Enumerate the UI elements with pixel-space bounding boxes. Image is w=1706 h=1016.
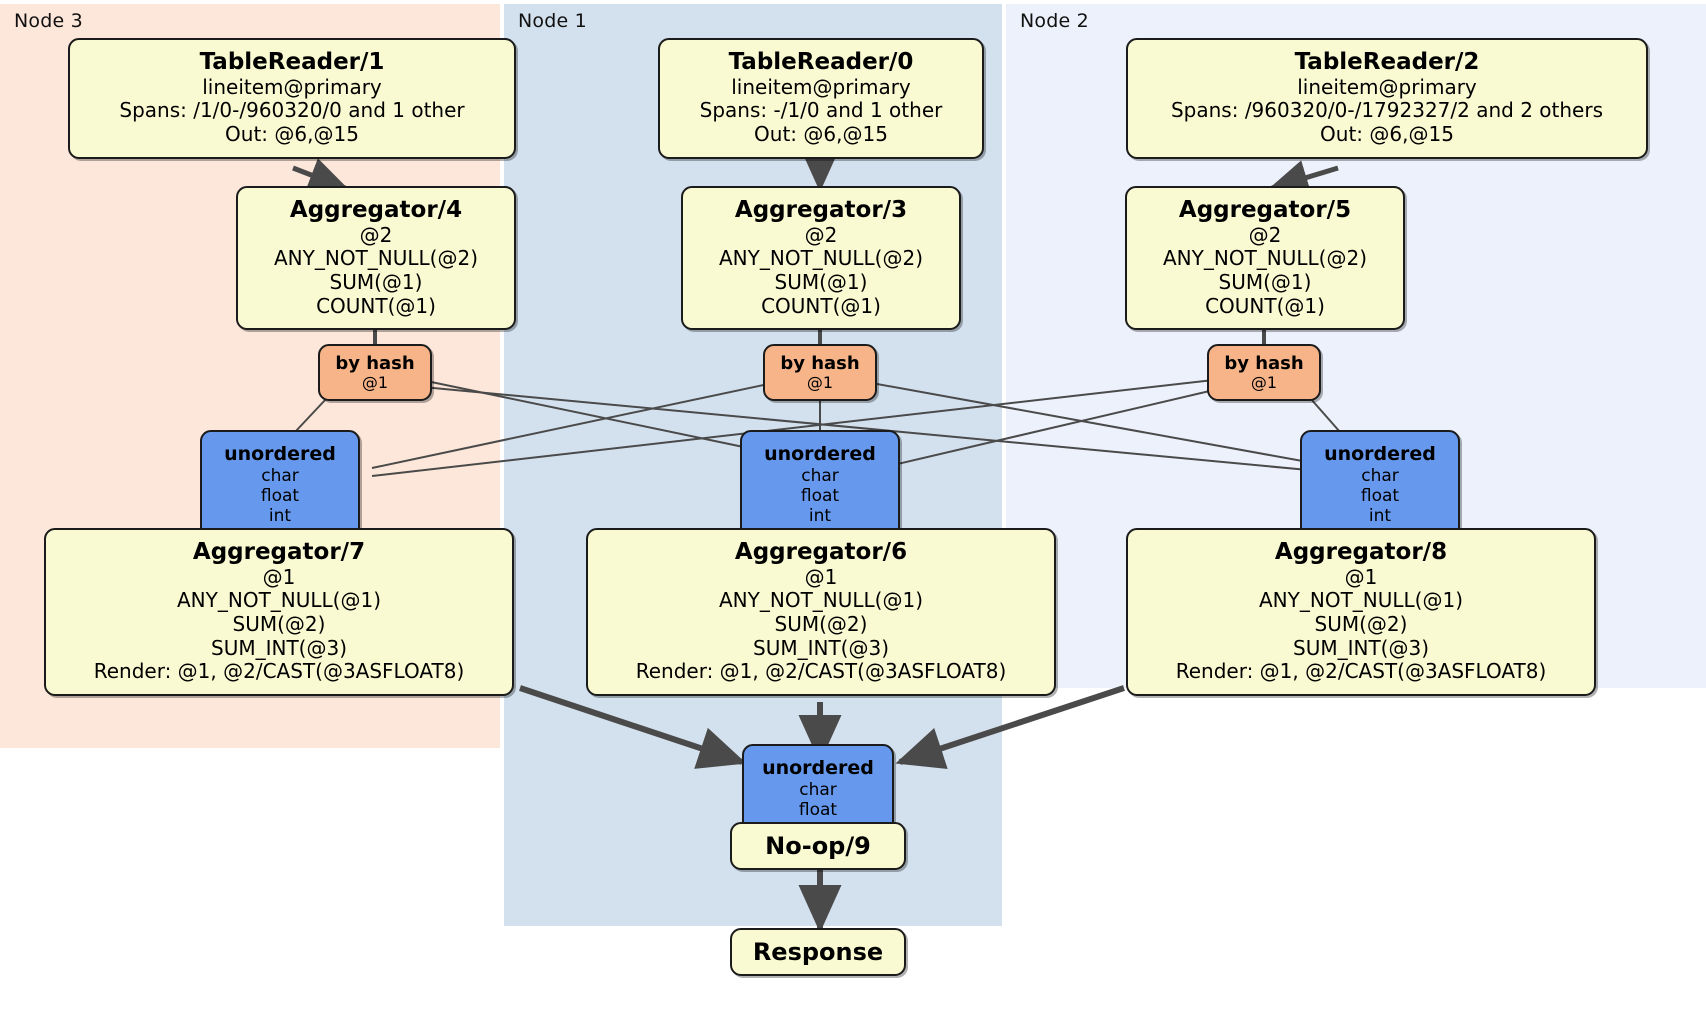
processor-line: @1 (804, 564, 838, 589)
processor-line: lineitem@primary (1297, 74, 1477, 99)
router-line: float (1360, 485, 1400, 506)
processor-line: ANY_NOT_NULL(@1) (719, 588, 923, 613)
processor-line: Out: @6,@15 (754, 121, 888, 146)
processor-line: Spans: /1/0-/960320/0 and 1 other (119, 98, 465, 123)
processor-line: lineitem@primary (202, 74, 382, 99)
router-unordered-8[interactable]: unordered char float int (1300, 430, 1460, 540)
processor-response[interactable]: Response (730, 928, 906, 976)
processor-line: Spans: -/1/0 and 1 other (699, 98, 943, 123)
processor-line: SUM_INT(@3) (753, 635, 889, 660)
router-line: float (798, 799, 838, 820)
processor-line: COUNT(@1) (316, 293, 436, 318)
router-unordered-final[interactable]: unordered char float (742, 744, 894, 834)
processor-title: TableReader/0 (728, 49, 914, 75)
router-title: by hash (335, 353, 415, 374)
processor-line: SUM(@1) (774, 269, 868, 294)
processor-line: SUM(@2) (1314, 611, 1408, 636)
processor-aggregator-7[interactable]: Aggregator/7 @1 ANY_NOT_NULL(@1) SUM(@2)… (44, 528, 514, 696)
router-line: float (800, 485, 840, 506)
processor-line: SUM(@2) (774, 611, 868, 636)
processor-title: Aggregator/8 (1274, 539, 1448, 565)
router-unordered-7[interactable]: unordered char float int (200, 430, 360, 540)
processor-title: TableReader/2 (1294, 49, 1480, 75)
router-title: by hash (780, 353, 860, 374)
router-by-hash-4[interactable]: by hash @1 (318, 344, 432, 402)
processor-aggregator-8[interactable]: Aggregator/8 @1 ANY_NOT_NULL(@1) SUM(@2)… (1126, 528, 1596, 696)
processor-line: ANY_NOT_NULL(@1) (1259, 588, 1463, 613)
processor-line: @2 (1248, 222, 1282, 247)
processor-title: Aggregator/3 (734, 197, 908, 223)
processor-line: ANY_NOT_NULL(@1) (177, 588, 381, 613)
processor-line: SUM_INT(@3) (1293, 635, 1429, 660)
router-line: int (808, 505, 832, 526)
processor-line: Out: @6,@15 (225, 121, 359, 146)
router-unordered-6[interactable]: unordered char float int (740, 430, 900, 540)
router-title: unordered (764, 443, 876, 465)
processor-title: Response (752, 938, 884, 966)
processor-line: Out: @6,@15 (1320, 121, 1454, 146)
processor-render-line: Render: @1, @2/CAST(@3ASFLOAT8) (93, 659, 465, 684)
processor-aggregator-6[interactable]: Aggregator/6 @1 ANY_NOT_NULL(@1) SUM(@2)… (586, 528, 1056, 696)
router-line: float (260, 485, 300, 506)
router-line: @1 (806, 372, 834, 392)
processor-noop-9[interactable]: No-op/9 (730, 822, 906, 870)
router-line: int (1368, 505, 1392, 526)
router-title: by hash (1224, 353, 1304, 374)
processor-aggregator-4[interactable]: Aggregator/4 @2 ANY_NOT_NULL(@2) SUM(@1)… (236, 186, 516, 331)
processor-aggregator-5[interactable]: Aggregator/5 @2 ANY_NOT_NULL(@2) SUM(@1)… (1125, 186, 1405, 331)
router-line: char (261, 465, 299, 486)
processor-title: Aggregator/4 (289, 197, 463, 223)
processor-line: COUNT(@1) (761, 293, 881, 318)
processor-render-line: Render: @1, @2/CAST(@3ASFLOAT8) (1175, 659, 1547, 684)
router-line: char (801, 465, 839, 486)
router-line: char (799, 779, 837, 800)
router-title: unordered (762, 757, 874, 779)
processor-title: Aggregator/7 (192, 539, 366, 565)
router-line: char (1361, 465, 1399, 486)
router-by-hash-3[interactable]: by hash @1 (763, 344, 877, 402)
router-title: unordered (224, 443, 336, 465)
processor-title: Aggregator/6 (734, 539, 908, 565)
processor-line: SUM(@1) (1218, 269, 1312, 294)
processor-line: COUNT(@1) (1205, 293, 1325, 318)
processor-line: @1 (262, 564, 296, 589)
router-by-hash-5[interactable]: by hash @1 (1207, 344, 1321, 402)
processor-line: ANY_NOT_NULL(@2) (1163, 246, 1367, 271)
processor-title: No-op/9 (765, 832, 871, 860)
processor-line: @1 (1344, 564, 1378, 589)
router-title: unordered (1324, 443, 1436, 465)
processor-title: TableReader/1 (199, 49, 385, 75)
node-panel-label-node1: Node 1 (518, 10, 587, 32)
processor-line: @2 (804, 222, 838, 247)
node-panel-label-node2: Node 2 (1020, 10, 1089, 32)
router-line: @1 (361, 372, 389, 392)
processor-line: Spans: /960320/0-/1792327/2 and 2 others (1170, 98, 1603, 123)
processor-title: Aggregator/5 (1178, 197, 1352, 223)
processor-line: SUM(@1) (329, 269, 423, 294)
processor-line: ANY_NOT_NULL(@2) (274, 246, 478, 271)
processor-tablereader-0[interactable]: TableReader/0 lineitem@primary Spans: -/… (658, 38, 984, 159)
processor-line: ANY_NOT_NULL(@2) (719, 246, 923, 271)
processor-line: lineitem@primary (731, 74, 911, 99)
processor-render-line: Render: @1, @2/CAST(@3ASFLOAT8) (635, 659, 1007, 684)
router-line: @1 (1250, 372, 1278, 392)
node-panel-label-node3: Node 3 (14, 10, 83, 32)
processor-aggregator-3[interactable]: Aggregator/3 @2 ANY_NOT_NULL(@2) SUM(@1)… (681, 186, 961, 331)
processor-line: @2 (359, 222, 393, 247)
processor-tablereader-2[interactable]: TableReader/2 lineitem@primary Spans: /9… (1126, 38, 1648, 159)
processor-tablereader-1[interactable]: TableReader/1 lineitem@primary Spans: /1… (68, 38, 516, 159)
router-line: int (268, 505, 292, 526)
processor-line: SUM_INT(@3) (211, 635, 347, 660)
processor-line: SUM(@2) (232, 611, 326, 636)
